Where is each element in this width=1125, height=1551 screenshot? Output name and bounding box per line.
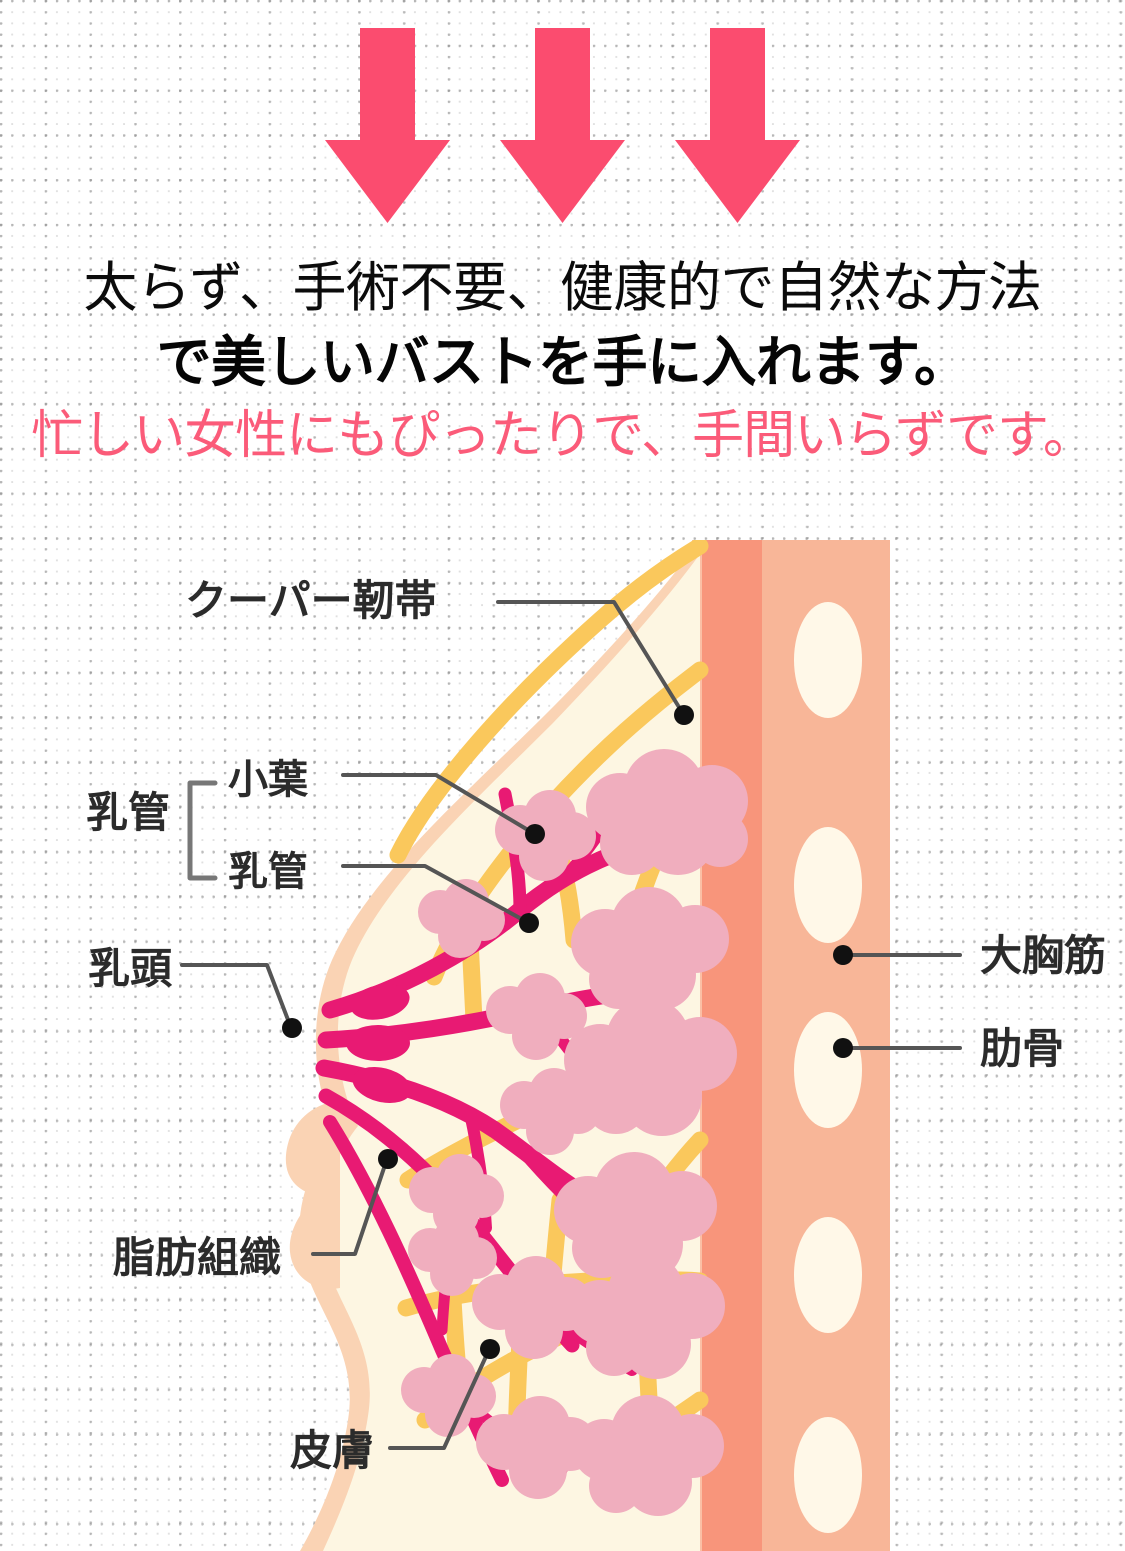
lobule [568, 1254, 725, 1379]
duct-ampulla [350, 984, 410, 1020]
leader-line-nipple [180, 963, 292, 1027]
headline-line-3: 忙しい女性にもぴったりで、手間いらずです。 [31, 407, 1095, 466]
rib-oval [794, 1417, 862, 1533]
leader-line-lobule [341, 773, 535, 835]
label-coopers-ligament: クーパー靭帯 [185, 577, 694, 725]
duct-ampulla [352, 1066, 412, 1104]
lobule [418, 879, 505, 958]
arrow-down-icon [325, 28, 450, 223]
label-text-duct: 乳管 [228, 850, 308, 894]
label-rib: 肋骨 [833, 1025, 1064, 1072]
label-pectoralis-major: 大胸筋 [833, 932, 1106, 979]
headline-block: 太らず、手術不要、健康的で自然な方法 で美しいバストを手に入れます。 忙しい女性… [0, 258, 1125, 468]
label-duct: 乳管 [228, 850, 539, 933]
label-text-nipple: 乳頭 [88, 945, 173, 992]
lobule [486, 973, 587, 1060]
label-lobule: 小葉 [228, 758, 545, 844]
duct-ampulla-group [346, 984, 412, 1104]
arrow-down-icon [675, 28, 800, 223]
label-text-skin: 皮膚 [290, 1427, 374, 1474]
headline-line-1: 太らず、手術不要、健康的で自然な方法 [83, 258, 1042, 318]
headline-line-3-wrap: 忙しい女性にもぴったりで、手間いらずです。 [0, 406, 1125, 467]
leader-line-fat-tissue [311, 1160, 388, 1256]
nipple [285, 1100, 340, 1289]
lobule [586, 749, 748, 875]
label-text-rib: 肋骨 [980, 1025, 1064, 1072]
label-text-pectoralis-major: 大胸筋 [980, 932, 1106, 979]
arrow-down-icon [500, 28, 625, 223]
label-text-lobule: 小葉 [228, 758, 309, 802]
leader-dot-nipple [282, 1018, 302, 1038]
label-duct-group: 乳管 [86, 780, 218, 881]
rib-oval [794, 1217, 862, 1333]
lobule [500, 1068, 601, 1155]
duct-ampulla [346, 1025, 410, 1061]
bracket-duct-group [187, 780, 218, 881]
rib-oval [794, 602, 862, 718]
leader-dot-fat-tissue [378, 1149, 398, 1169]
rib-group [794, 602, 862, 1533]
leader-dot-pectoralis-major [833, 945, 853, 965]
label-skin: 皮膚 [290, 1339, 500, 1474]
lobule [564, 998, 737, 1136]
lobule [571, 887, 729, 1010]
leader-line-duct [341, 864, 529, 924]
leader-dot-coopers-ligament [674, 705, 694, 725]
leader-dot-rib [833, 1038, 853, 1058]
leader-dot-duct [519, 913, 539, 933]
label-text-duct-group: 乳管 [86, 789, 170, 836]
leader-dot-lobule [525, 824, 545, 844]
arrow-row [0, 28, 1125, 243]
rib-oval [794, 1012, 862, 1128]
ligament-strand [389, 540, 709, 864]
lobule-group [401, 749, 748, 1516]
headline-line-2: で美しいバストを手に入れます。 [156, 330, 969, 393]
label-fat-tissue: 脂肪組織 [113, 1149, 398, 1281]
lobule [409, 1154, 504, 1237]
label-nipple: 乳頭 [88, 945, 302, 1038]
breast-anatomy-diagram: クーパー靭帯 乳管 小葉 乳管 乳頭 脂肪組織 [0, 540, 1125, 1551]
leader-dot-skin [480, 1339, 500, 1359]
lobule [573, 1395, 724, 1516]
rib-oval [794, 827, 862, 943]
lobule [408, 1217, 497, 1296]
leader-line-coopers-ligament [496, 600, 684, 714]
leader-line-skin [388, 1350, 490, 1450]
label-text-fat-tissue: 脂肪組織 [113, 1234, 281, 1281]
label-text-coopers-ligament: クーパー靭帯 [185, 577, 437, 624]
